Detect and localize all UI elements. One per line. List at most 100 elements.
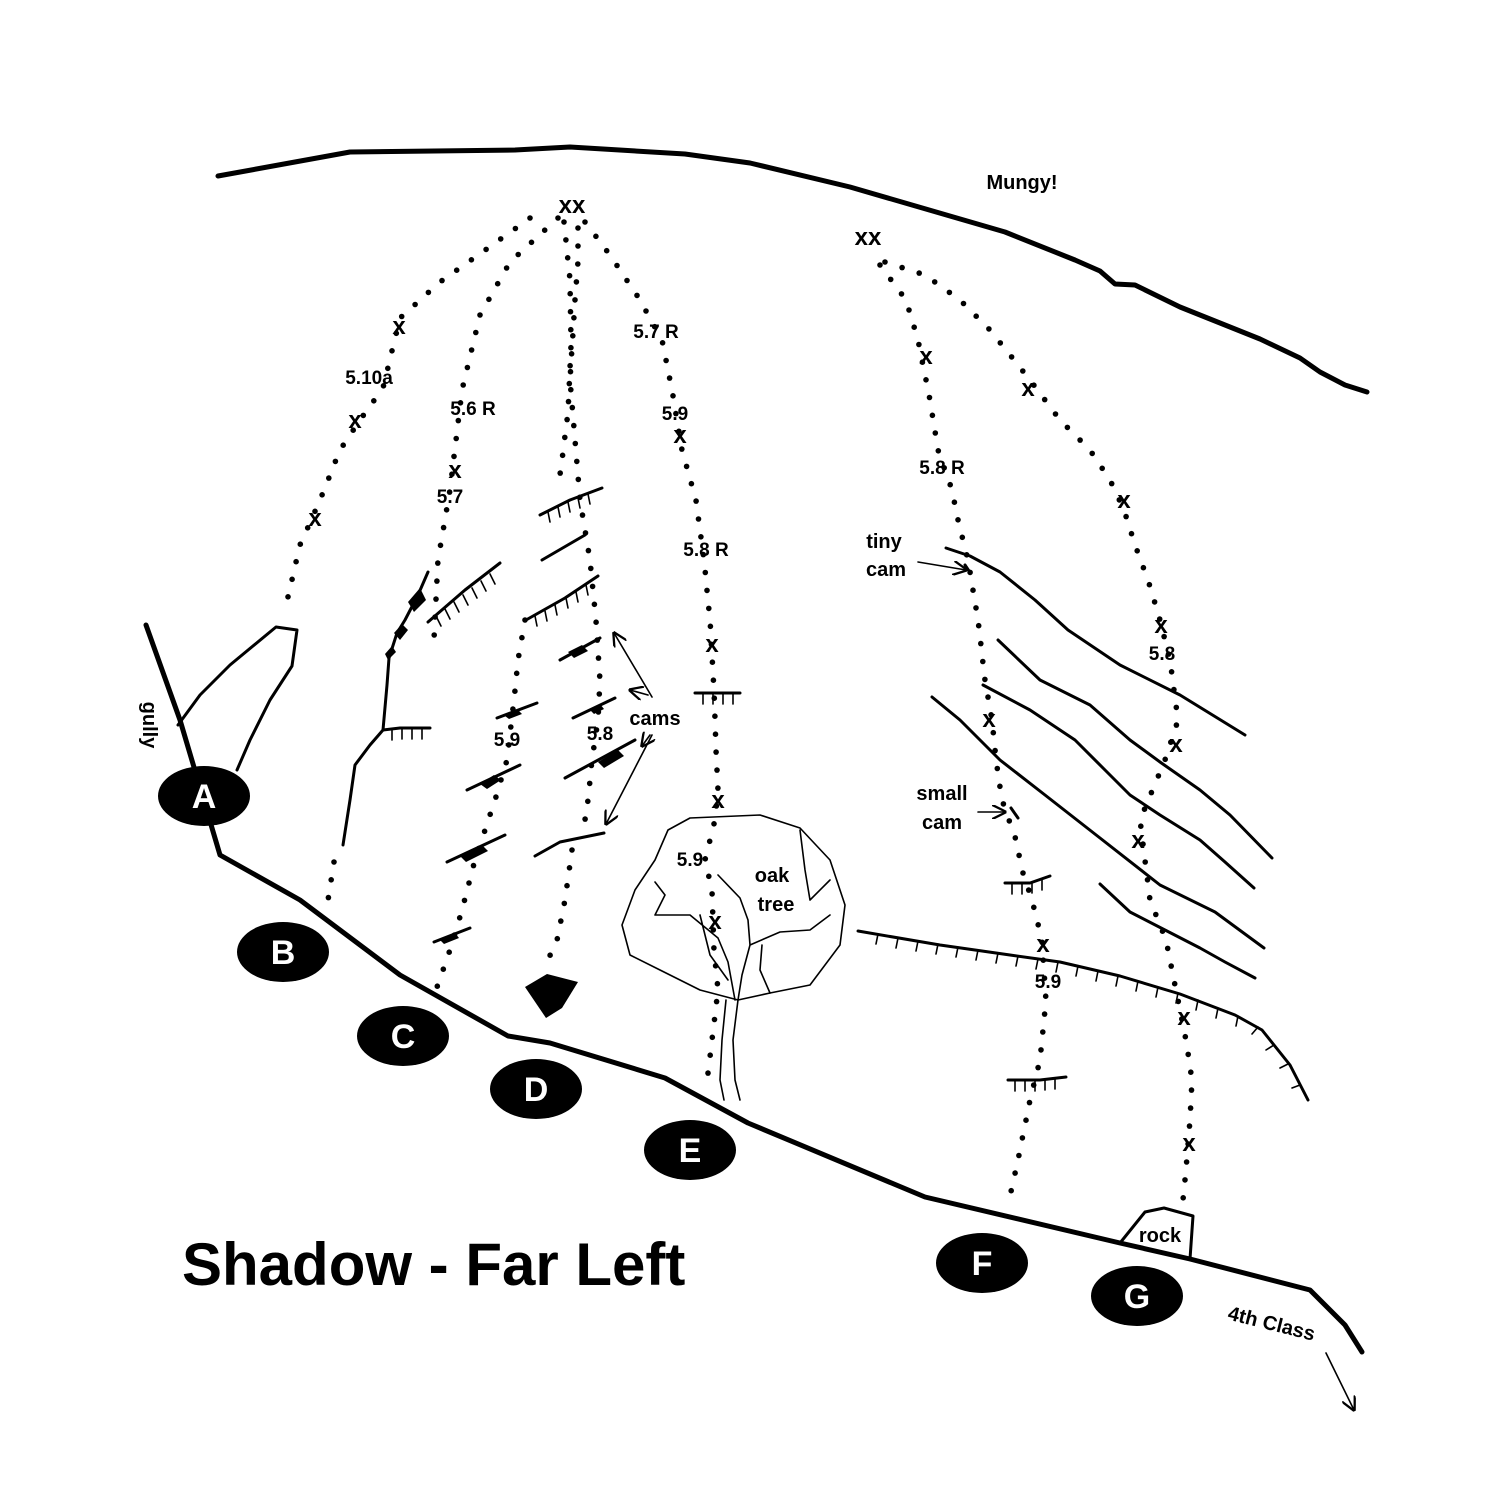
route-e-dot-35: [711, 821, 717, 827]
route-e-dot-14: [679, 446, 685, 452]
route-c-dot-4: [567, 290, 573, 297]
grade-c: 5.9: [494, 730, 520, 751]
route-d-lower-dot-0: [569, 847, 575, 853]
dotted-route-lines: [285, 215, 1195, 1201]
route-e-dot-23: [706, 605, 712, 612]
route-f-dot-39: [1039, 939, 1045, 946]
route-b-dot-9: [468, 347, 475, 353]
route-c-lower-dot-9: [498, 777, 504, 783]
cams-arrow-4: [606, 734, 653, 824]
route-b-lower-dot-1: [328, 877, 335, 883]
route-g-dot-42: [1146, 894, 1153, 901]
route-g-dot-30: [1171, 686, 1177, 693]
grade-a: 5.10a: [345, 368, 393, 389]
route-a-dot-2: [497, 236, 504, 242]
bolt-g-4: x: [1169, 731, 1183, 758]
route-e-dot-7: [651, 323, 658, 330]
route-marker-c: C: [357, 1006, 449, 1066]
route-d-dot-21: [591, 601, 598, 608]
route-g-dot-2: [916, 270, 922, 276]
route-c-lower-dot-12: [481, 828, 488, 835]
route-g-dot-32: [1173, 722, 1180, 728]
route-e-dot-34: [713, 803, 720, 809]
start-block-d: [525, 974, 578, 1018]
route-f-dot-23: [980, 658, 986, 665]
route-a-dot-3: [483, 246, 489, 253]
route-b-lower-dot-2: [325, 894, 332, 901]
route-f-dot-9: [929, 412, 936, 419]
gully-flake: [176, 625, 299, 772]
route-c-lower-dot-8: [503, 759, 510, 766]
route-e-dot-39: [709, 891, 715, 897]
route-f-dot-32: [1006, 818, 1013, 824]
oak-tree-trunk: [719, 999, 741, 1101]
route-g-dot-16: [1089, 450, 1095, 457]
route-marker-b-letter: B: [271, 934, 296, 972]
route-d-lower-dot-1: [566, 865, 573, 871]
route-a-dot-21: [312, 508, 318, 515]
route-g-dot-0: [882, 259, 888, 265]
oak-tree-label-1: oak: [755, 865, 790, 887]
route-marker-b: B: [237, 922, 329, 982]
route-f-dot-46: [1035, 1064, 1041, 1071]
route-a-dot-10: [393, 330, 400, 337]
route-a-dot-14: [371, 398, 377, 404]
route-d-dot-30: [588, 762, 595, 769]
route-f-dot-16: [959, 534, 966, 541]
route-f-dot-8: [926, 394, 933, 401]
route-a-dot-5: [453, 267, 460, 274]
route-d-dot-0: [575, 225, 581, 231]
route-b-dot-22: [434, 578, 440, 584]
route-c-dot-9: [566, 380, 573, 387]
route-e-dot-32: [714, 767, 720, 773]
route-a-dot-7: [425, 289, 432, 296]
route-d-dot-12: [572, 440, 579, 447]
route-c-lower-dot-10: [493, 794, 499, 800]
route-e-dot-46: [711, 1016, 718, 1023]
route-a-dot-25: [289, 576, 295, 583]
route-a-dot-11: [389, 348, 395, 354]
route-d-dot-28: [593, 727, 600, 733]
route-f-dot-4: [911, 324, 917, 331]
route-g-dot-1: [899, 264, 905, 271]
route-c-lower-dot-20: [440, 966, 447, 972]
route-e-dot-9: [663, 357, 669, 364]
route-g-dot-26: [1156, 616, 1163, 622]
route-g-dot-53: [1188, 1087, 1195, 1093]
route-g-dot-13: [1052, 411, 1059, 417]
route-c-dot-6: [568, 326, 574, 333]
route-f-dot-5: [916, 341, 922, 348]
bolt-e-1: x: [673, 422, 687, 449]
roof-b-upper: [426, 561, 502, 624]
route-e-dot-36: [706, 838, 713, 845]
ledge-1: [944, 546, 1247, 737]
route-f-dot-14: [951, 499, 958, 506]
route-g-dot-37: [1141, 806, 1148, 812]
route-c-lower-dot-14: [470, 862, 477, 869]
fourth-class-arrow: [1325, 1352, 1354, 1410]
route-e-dot-44: [714, 980, 721, 987]
route-g-dot-22: [1134, 548, 1140, 554]
route-c-lower-dot-18: [451, 932, 458, 938]
overlap-c-1: [538, 486, 604, 517]
route-f-dot-29: [994, 765, 1001, 772]
route-d-lower-dot-6: [547, 952, 553, 958]
route-d-dot-4: [572, 297, 578, 303]
route-d-dot-26: [596, 691, 603, 697]
cam-pod-5: [505, 710, 522, 719]
route-marker-g-oval: [1091, 1266, 1183, 1326]
route-c-lower-dot-2: [516, 652, 522, 659]
oak-tree-branches: [654, 829, 831, 1001]
route-c-dot-11: [564, 416, 570, 423]
route-e-dot-33: [715, 785, 721, 791]
route-f-dot-38: [1035, 922, 1041, 928]
route-a-dot-20: [319, 492, 325, 498]
route-d-dot-16: [579, 512, 586, 518]
route-a-dot-15: [360, 412, 367, 419]
route-c-dot-10: [565, 398, 572, 405]
route-e-dot-40: [709, 909, 716, 915]
route-g-dot-58: [1182, 1177, 1188, 1183]
route-b-dot-2: [528, 239, 535, 246]
fourth-class-label: 4th Class: [1226, 1303, 1318, 1346]
route-c-lower-dot-13: [476, 845, 482, 852]
